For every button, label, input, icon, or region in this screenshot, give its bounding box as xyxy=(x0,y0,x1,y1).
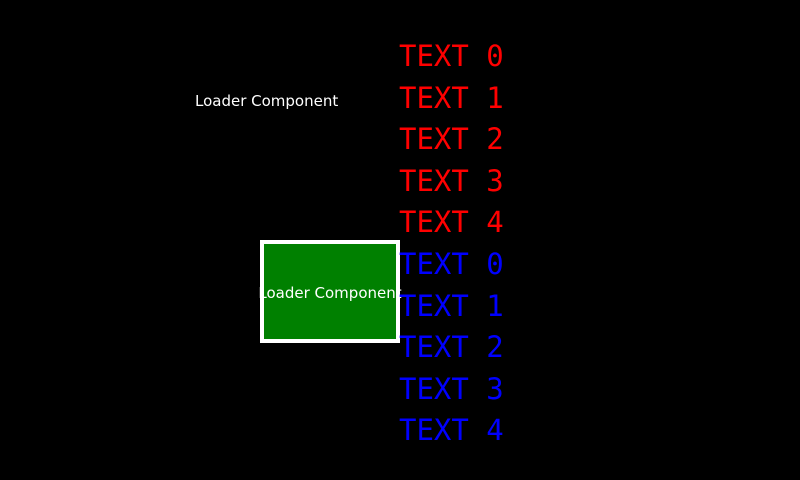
blue-text-item-2: TEXT 2 xyxy=(399,330,504,365)
loader-box-label: Loader Component xyxy=(258,284,402,302)
blue-text-item-4: TEXT 4 xyxy=(399,413,504,448)
red-text-item-2: TEXT 2 xyxy=(399,122,504,157)
blue-text-item-1: TEXT 1 xyxy=(399,288,504,323)
red-text-item-0: TEXT 0 xyxy=(399,39,504,73)
loader-component-label: Loader Component xyxy=(195,92,339,110)
text-list: TEXT 0 TEXT 1 TEXT 2 TEXT 3 TEXT 4 TEXT … xyxy=(399,36,504,452)
blue-text-item-0: TEXT 0 xyxy=(399,246,504,281)
red-text-item-3: TEXT 3 xyxy=(399,163,504,198)
loader-component-box[interactable]: Loader Component xyxy=(258,240,402,343)
red-text-item-1: TEXT 1 xyxy=(399,80,504,115)
blue-text-item-3: TEXT 3 xyxy=(399,371,504,406)
red-text-item-4: TEXT 4 xyxy=(399,205,504,240)
